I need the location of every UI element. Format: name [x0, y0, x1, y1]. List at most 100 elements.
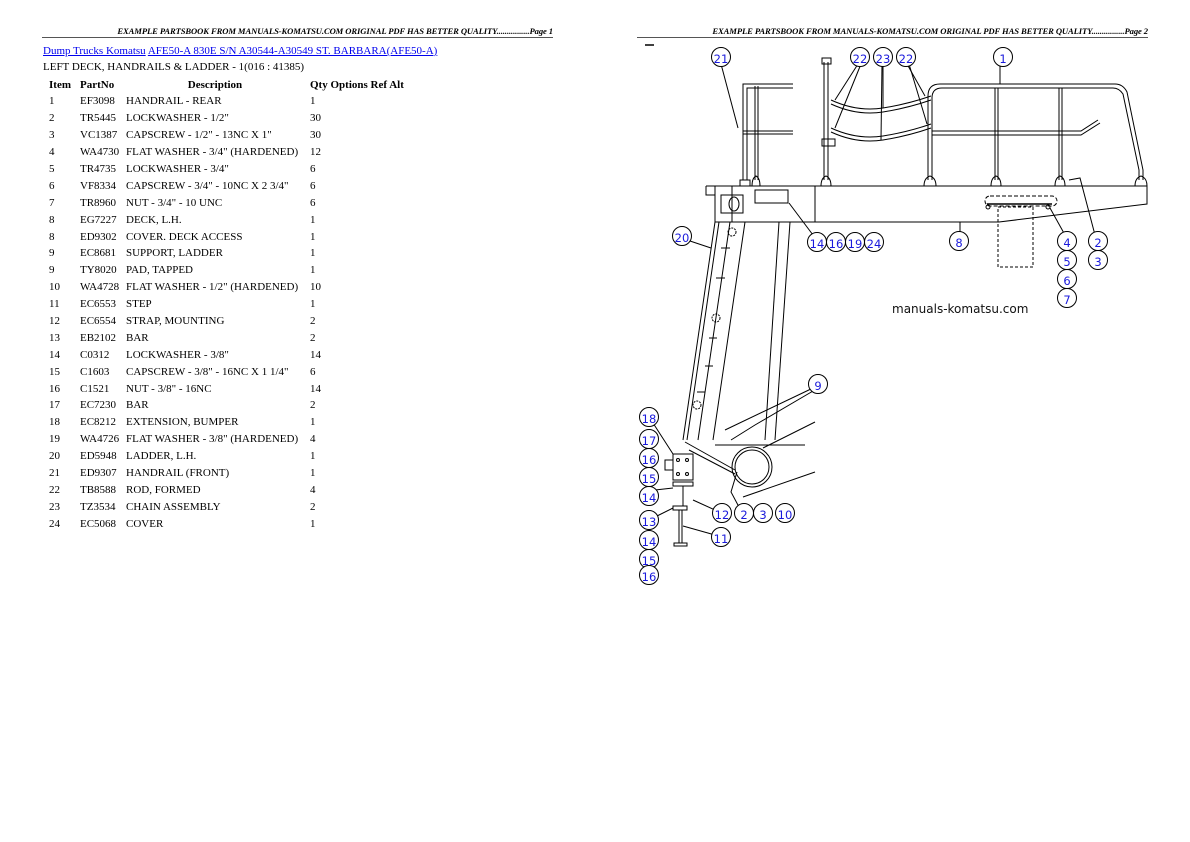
- cell-qty: 1: [310, 416, 316, 429]
- cell-partno: EC6554: [80, 315, 117, 328]
- callout-balloon: 20: [672, 226, 692, 246]
- cell-qty: 1: [310, 450, 316, 463]
- balloon-label: 17: [642, 434, 657, 448]
- callout-balloon: 8: [949, 231, 969, 251]
- cell-description: NUT - 3/4" - 10 UNC: [126, 196, 223, 209]
- cell-description: DECK, L.H.: [126, 213, 182, 226]
- cell-item: 8: [49, 213, 55, 226]
- cell-partno: EC8212: [80, 416, 117, 429]
- callout-balloon: 24: [864, 232, 884, 252]
- balloon-label: 2: [1094, 236, 1101, 250]
- balloon-label: 22: [853, 52, 868, 66]
- callout-balloon: 23: [873, 47, 893, 67]
- cell-partno: EC7230: [80, 399, 117, 412]
- cell-description: ROD, FORMED: [126, 483, 201, 496]
- header-divider: [42, 37, 553, 38]
- breadcrumb-link-dump-trucks[interactable]: Dump Trucks Komatsu: [43, 45, 146, 57]
- balloon-circle-icon: [711, 527, 731, 547]
- balloon-label: 14: [642, 535, 657, 549]
- cell-item: 23: [49, 500, 60, 513]
- callout-balloon: 2: [1088, 231, 1108, 251]
- cell-qty: 4: [310, 433, 316, 446]
- balloon-label: 10: [778, 508, 793, 522]
- balloon-circle-icon: [873, 47, 893, 67]
- callout-balloon: 6: [1057, 269, 1077, 289]
- cell-partno: C1521: [80, 382, 110, 395]
- callout-balloon: 1: [993, 47, 1013, 67]
- cell-partno: EC6553: [80, 298, 117, 311]
- cell-qty: 4: [310, 483, 316, 496]
- column-header-alt: Alt: [389, 79, 404, 91]
- balloon-circle-icon: [808, 374, 828, 394]
- cell-partno: C0312: [80, 348, 110, 361]
- cell-description: EXTENSION, BUMPER: [126, 416, 239, 429]
- balloon-label: 15: [642, 554, 657, 568]
- cell-partno: TR5445: [80, 112, 117, 125]
- diagram-page: EXAMPLE PARTSBOOK FROM MANUALS-KOMATSU.C…: [595, 0, 1190, 842]
- breadcrumb: Dump Trucks Komatsu AFE50-A 830E S/N A30…: [43, 45, 437, 57]
- page-header: EXAMPLE PARTSBOOK FROM MANUALS-KOMATSU.C…: [712, 26, 1148, 36]
- cell-item: 24: [49, 517, 60, 530]
- balloon-circle-icon: [775, 503, 795, 523]
- cell-partno: WA4728: [80, 281, 120, 294]
- cell-partno: VF8334: [80, 179, 117, 192]
- balloon-circle-icon: [639, 407, 659, 427]
- cell-item: 10: [49, 281, 60, 294]
- cell-item: 15: [49, 365, 60, 378]
- balloon-label: 19: [848, 237, 863, 251]
- header-divider: [637, 37, 1148, 38]
- callout-balloon: 16: [826, 232, 846, 252]
- cell-qty: 1: [310, 264, 316, 277]
- cell-item: 9: [49, 264, 55, 277]
- balloon-label: 16: [642, 453, 657, 467]
- balloon-label: 22: [899, 52, 914, 66]
- cell-qty: 1: [310, 213, 316, 226]
- breadcrumb-link-model[interactable]: AFE50-A 830E S/N A30544-A30549 ST. BARBA…: [147, 45, 438, 57]
- cell-description: LOCKWASHER - 1/2": [126, 112, 229, 125]
- cell-item: 11: [49, 298, 60, 311]
- balloon-circle-icon: [639, 565, 659, 585]
- cell-qty: 6: [310, 196, 316, 209]
- cell-qty: 1: [310, 95, 316, 108]
- callout-balloon: 16: [639, 448, 659, 468]
- balloon-circle-icon: [864, 232, 884, 252]
- parts-table: Item PartNo Description Qty Options Ref …: [43, 77, 407, 532]
- callout-balloon: 18: [639, 407, 659, 427]
- cell-description: STEP: [126, 298, 152, 311]
- callout-balloon: 14: [639, 486, 659, 506]
- callout-balloon: 7: [1057, 288, 1077, 308]
- cell-item: 19: [49, 433, 60, 446]
- cell-partno: ED9302: [80, 230, 117, 243]
- cell-qty: 1: [310, 230, 316, 243]
- cell-item: 1: [49, 95, 55, 108]
- cell-partno: TB8588: [80, 483, 117, 496]
- balloon-circle-icon: [850, 47, 870, 67]
- cell-description: CAPSCREW - 1/2" - 13NC X 1": [126, 129, 272, 142]
- cell-description: LOCKWASHER - 3/4": [126, 163, 229, 175]
- balloon-circle-icon: [949, 231, 969, 251]
- cell-qty: 14: [310, 348, 321, 361]
- cell-description: NUT - 3/8" - 16NC: [126, 382, 212, 395]
- balloon-circle-icon: [993, 47, 1013, 67]
- cell-description: PAD, TAPPED: [126, 264, 193, 277]
- callout-balloon: 10: [775, 503, 795, 523]
- balloon-label: 23: [876, 52, 891, 66]
- cell-item: 22: [49, 483, 60, 496]
- balloon-circle-icon: [1057, 288, 1077, 308]
- table-header-row: Item PartNo Description Qty Options Ref …: [43, 77, 407, 93]
- column-header-description: Description: [187, 79, 243, 91]
- cell-item: 20: [49, 450, 60, 463]
- column-header-ref: Ref: [370, 79, 388, 91]
- callout-balloon: 12: [712, 503, 732, 523]
- cell-item: 12: [49, 315, 60, 328]
